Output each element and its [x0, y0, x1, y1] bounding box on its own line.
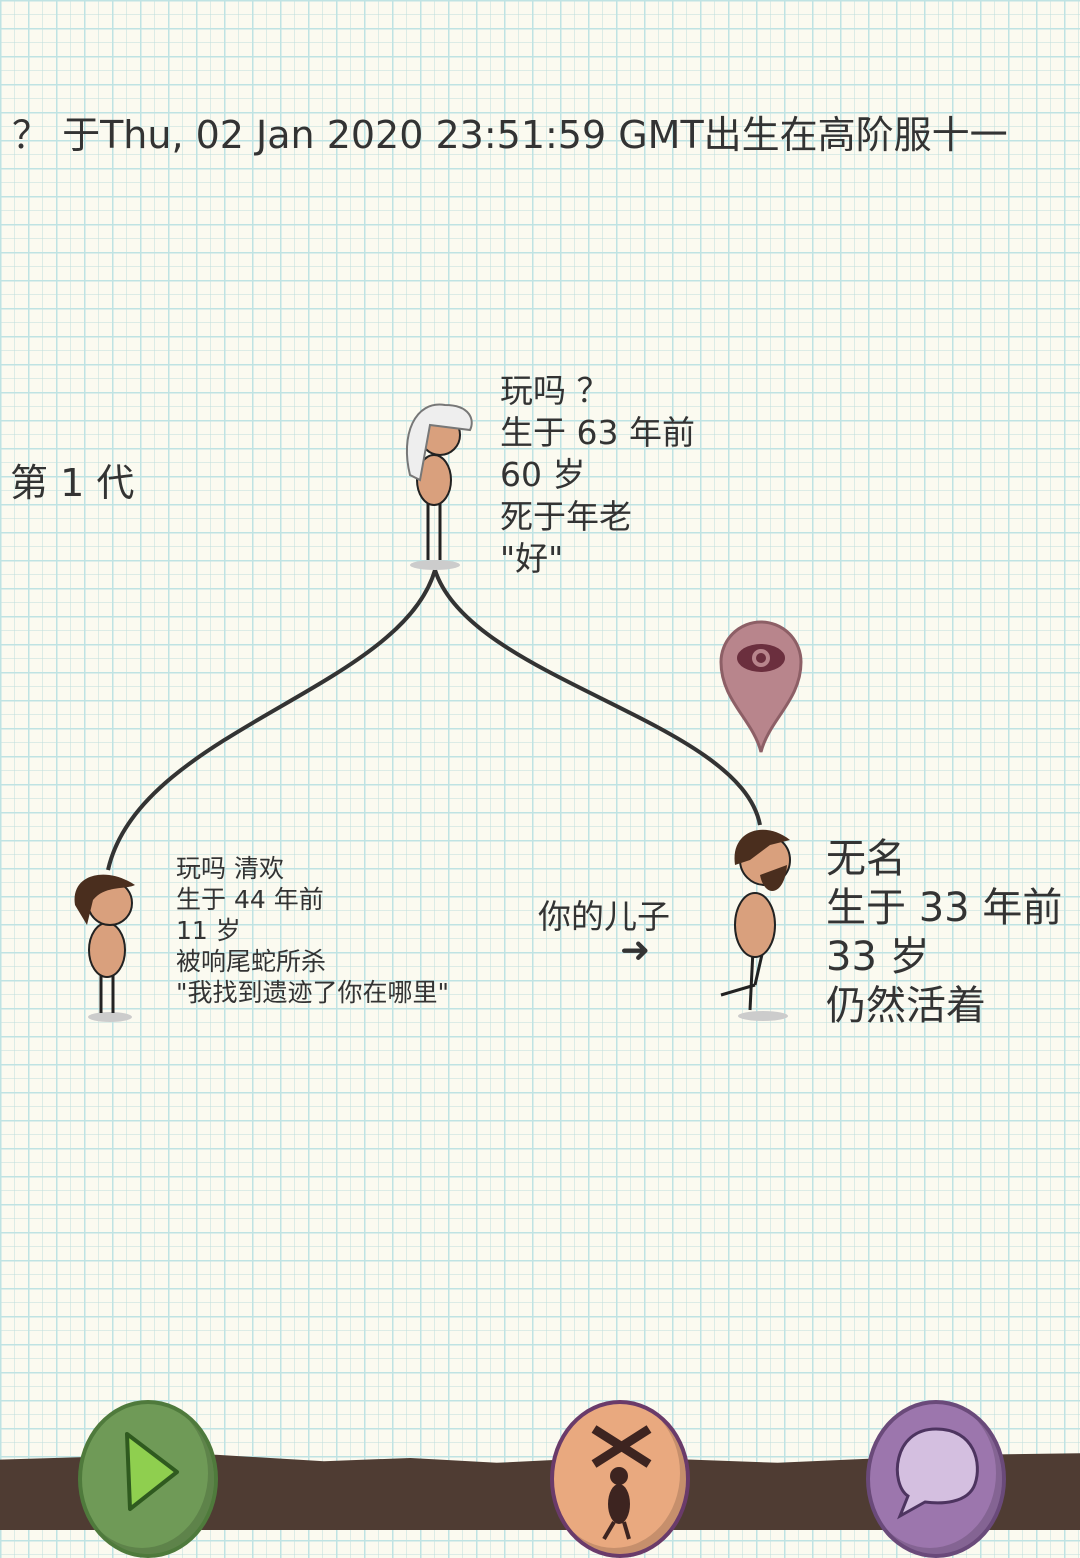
child1-born: 生于 44 年前	[176, 885, 324, 914]
parent-death: 死于年老	[500, 497, 632, 536]
puppet-icon	[591, 1425, 652, 1541]
child1-last-words: "我找到遗迹了你在哪里"	[176, 978, 449, 1007]
tree-line-right	[433, 569, 762, 826]
generation-label: 第 1 代	[10, 461, 135, 505]
child1-character[interactable]	[65, 865, 155, 1025]
child2-name: 无名	[826, 836, 906, 882]
parent-name: 玩吗 ？	[500, 371, 610, 410]
chat-button[interactable]	[866, 1400, 1006, 1558]
tree-line-left	[106, 569, 437, 871]
parent-born: 生于 63 年前	[500, 413, 695, 452]
child2-character[interactable]	[715, 820, 805, 1025]
child1-age: 11 岁	[176, 916, 241, 945]
chat-bubble-icon	[895, 1427, 979, 1520]
eye-marker-icon[interactable]	[718, 620, 804, 755]
puppet-button[interactable]	[550, 1400, 690, 1558]
birth-title: ？ 于Thu, 02 Jan 2020 23:51:59 GMT出生在高阶服十一	[12, 113, 1008, 157]
parent-age: 60 岁	[500, 455, 586, 494]
play-icon	[125, 1432, 179, 1511]
parent-character[interactable]	[390, 395, 480, 575]
child2-age: 33 岁	[826, 934, 930, 980]
child1-name: 玩吗 清欢	[176, 854, 284, 883]
play-button[interactable]	[78, 1400, 218, 1558]
child2-status: 仍然活着	[826, 983, 986, 1029]
child2-info: 无名 生于 33 年前 33 岁 仍然活着	[826, 835, 1062, 1031]
child2-born: 生于 33 年前	[826, 885, 1063, 931]
relation-label: 你的儿子	[538, 897, 670, 936]
child1-info: 玩吗 清欢 生于 44 年前 11 岁 被响尾蛇所杀 "我找到遗迹了你在哪里"	[176, 853, 449, 1008]
child1-death: 被响尾蛇所杀	[176, 947, 327, 976]
parent-last-words: "好"	[500, 539, 564, 578]
parent-info: 玩吗 ？ 生于 63 年前 60 岁 死于年老 "好"	[500, 370, 695, 580]
arrow-icon: ➜	[620, 930, 651, 971]
